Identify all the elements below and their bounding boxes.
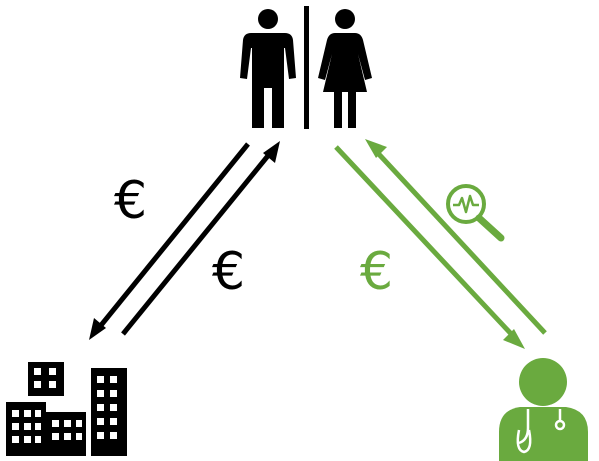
woman-icon — [318, 9, 372, 128]
magnifier-pulse-icon — [446, 184, 505, 242]
buildings-icon — [6, 362, 127, 456]
arrow-doctor-to-people — [365, 139, 547, 335]
people-group — [240, 6, 372, 129]
euro-label-right: € — [360, 242, 393, 302]
arrow-people-to-company — [89, 142, 250, 340]
euro-label-left-upper: € — [114, 171, 147, 231]
man-icon — [240, 9, 296, 128]
euro-label-left-lower: € — [212, 242, 245, 302]
doctor-icon — [499, 358, 588, 461]
arrow-people-to-doctor — [334, 145, 525, 349]
divider-line — [304, 6, 309, 129]
arrow-company-to-people — [121, 141, 280, 336]
